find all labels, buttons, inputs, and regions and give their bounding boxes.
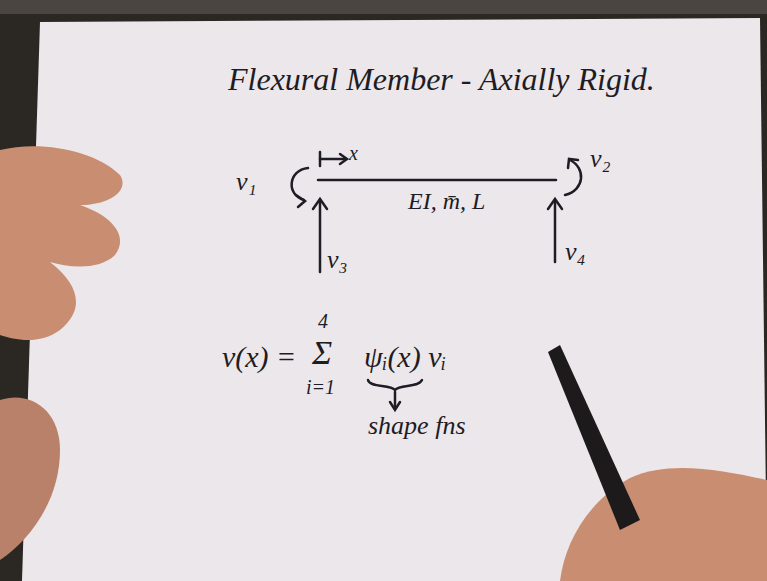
- sum-symbol: Σ: [312, 334, 332, 371]
- left-hand: [0, 146, 123, 340]
- x-axis-arrow: [320, 158, 346, 161]
- paper-sheet: [22, 18, 767, 581]
- x-arrowhead: [340, 154, 347, 164]
- moment-arrow-v1: [292, 168, 308, 200]
- moment-arrowhead-v1: [296, 195, 305, 207]
- sum-lower-limit: i=1: [306, 376, 335, 398]
- beam-line: [318, 179, 556, 182]
- right-hand: [560, 468, 767, 581]
- dof-label: v₄: [565, 238, 586, 267]
- title: Flexural Member - Axially Rigid.: [228, 62, 655, 97]
- underbrace: [368, 380, 422, 390]
- dof-label: v₃: [327, 246, 348, 275]
- force-arrow-v3: [319, 200, 322, 272]
- moment-arrow-v2: [565, 160, 581, 195]
- force-arrow-v4: [554, 200, 557, 262]
- pointer-arrowhead: [390, 402, 400, 410]
- equation-lhs: v(x) =: [222, 340, 296, 373]
- annotation: shape fns: [368, 412, 466, 441]
- property-label: EI, m̄, L: [408, 188, 485, 214]
- dof-label: v₂: [590, 145, 611, 174]
- top-strip: [0, 0, 767, 14]
- pointer-line: [394, 392, 397, 408]
- dof-label: v₁: [236, 168, 257, 197]
- moment-arrowhead-v2: [568, 159, 578, 168]
- force-arrowhead-v4: [548, 199, 562, 209]
- left-hand-lower: [0, 397, 60, 560]
- summand: ψᵢ(x) vᵢ: [364, 340, 446, 373]
- sum-upper-limit: 4: [318, 310, 328, 332]
- axis-label: x: [349, 142, 358, 164]
- marker-pen: [548, 345, 640, 530]
- force-arrowhead-v3: [313, 199, 327, 209]
